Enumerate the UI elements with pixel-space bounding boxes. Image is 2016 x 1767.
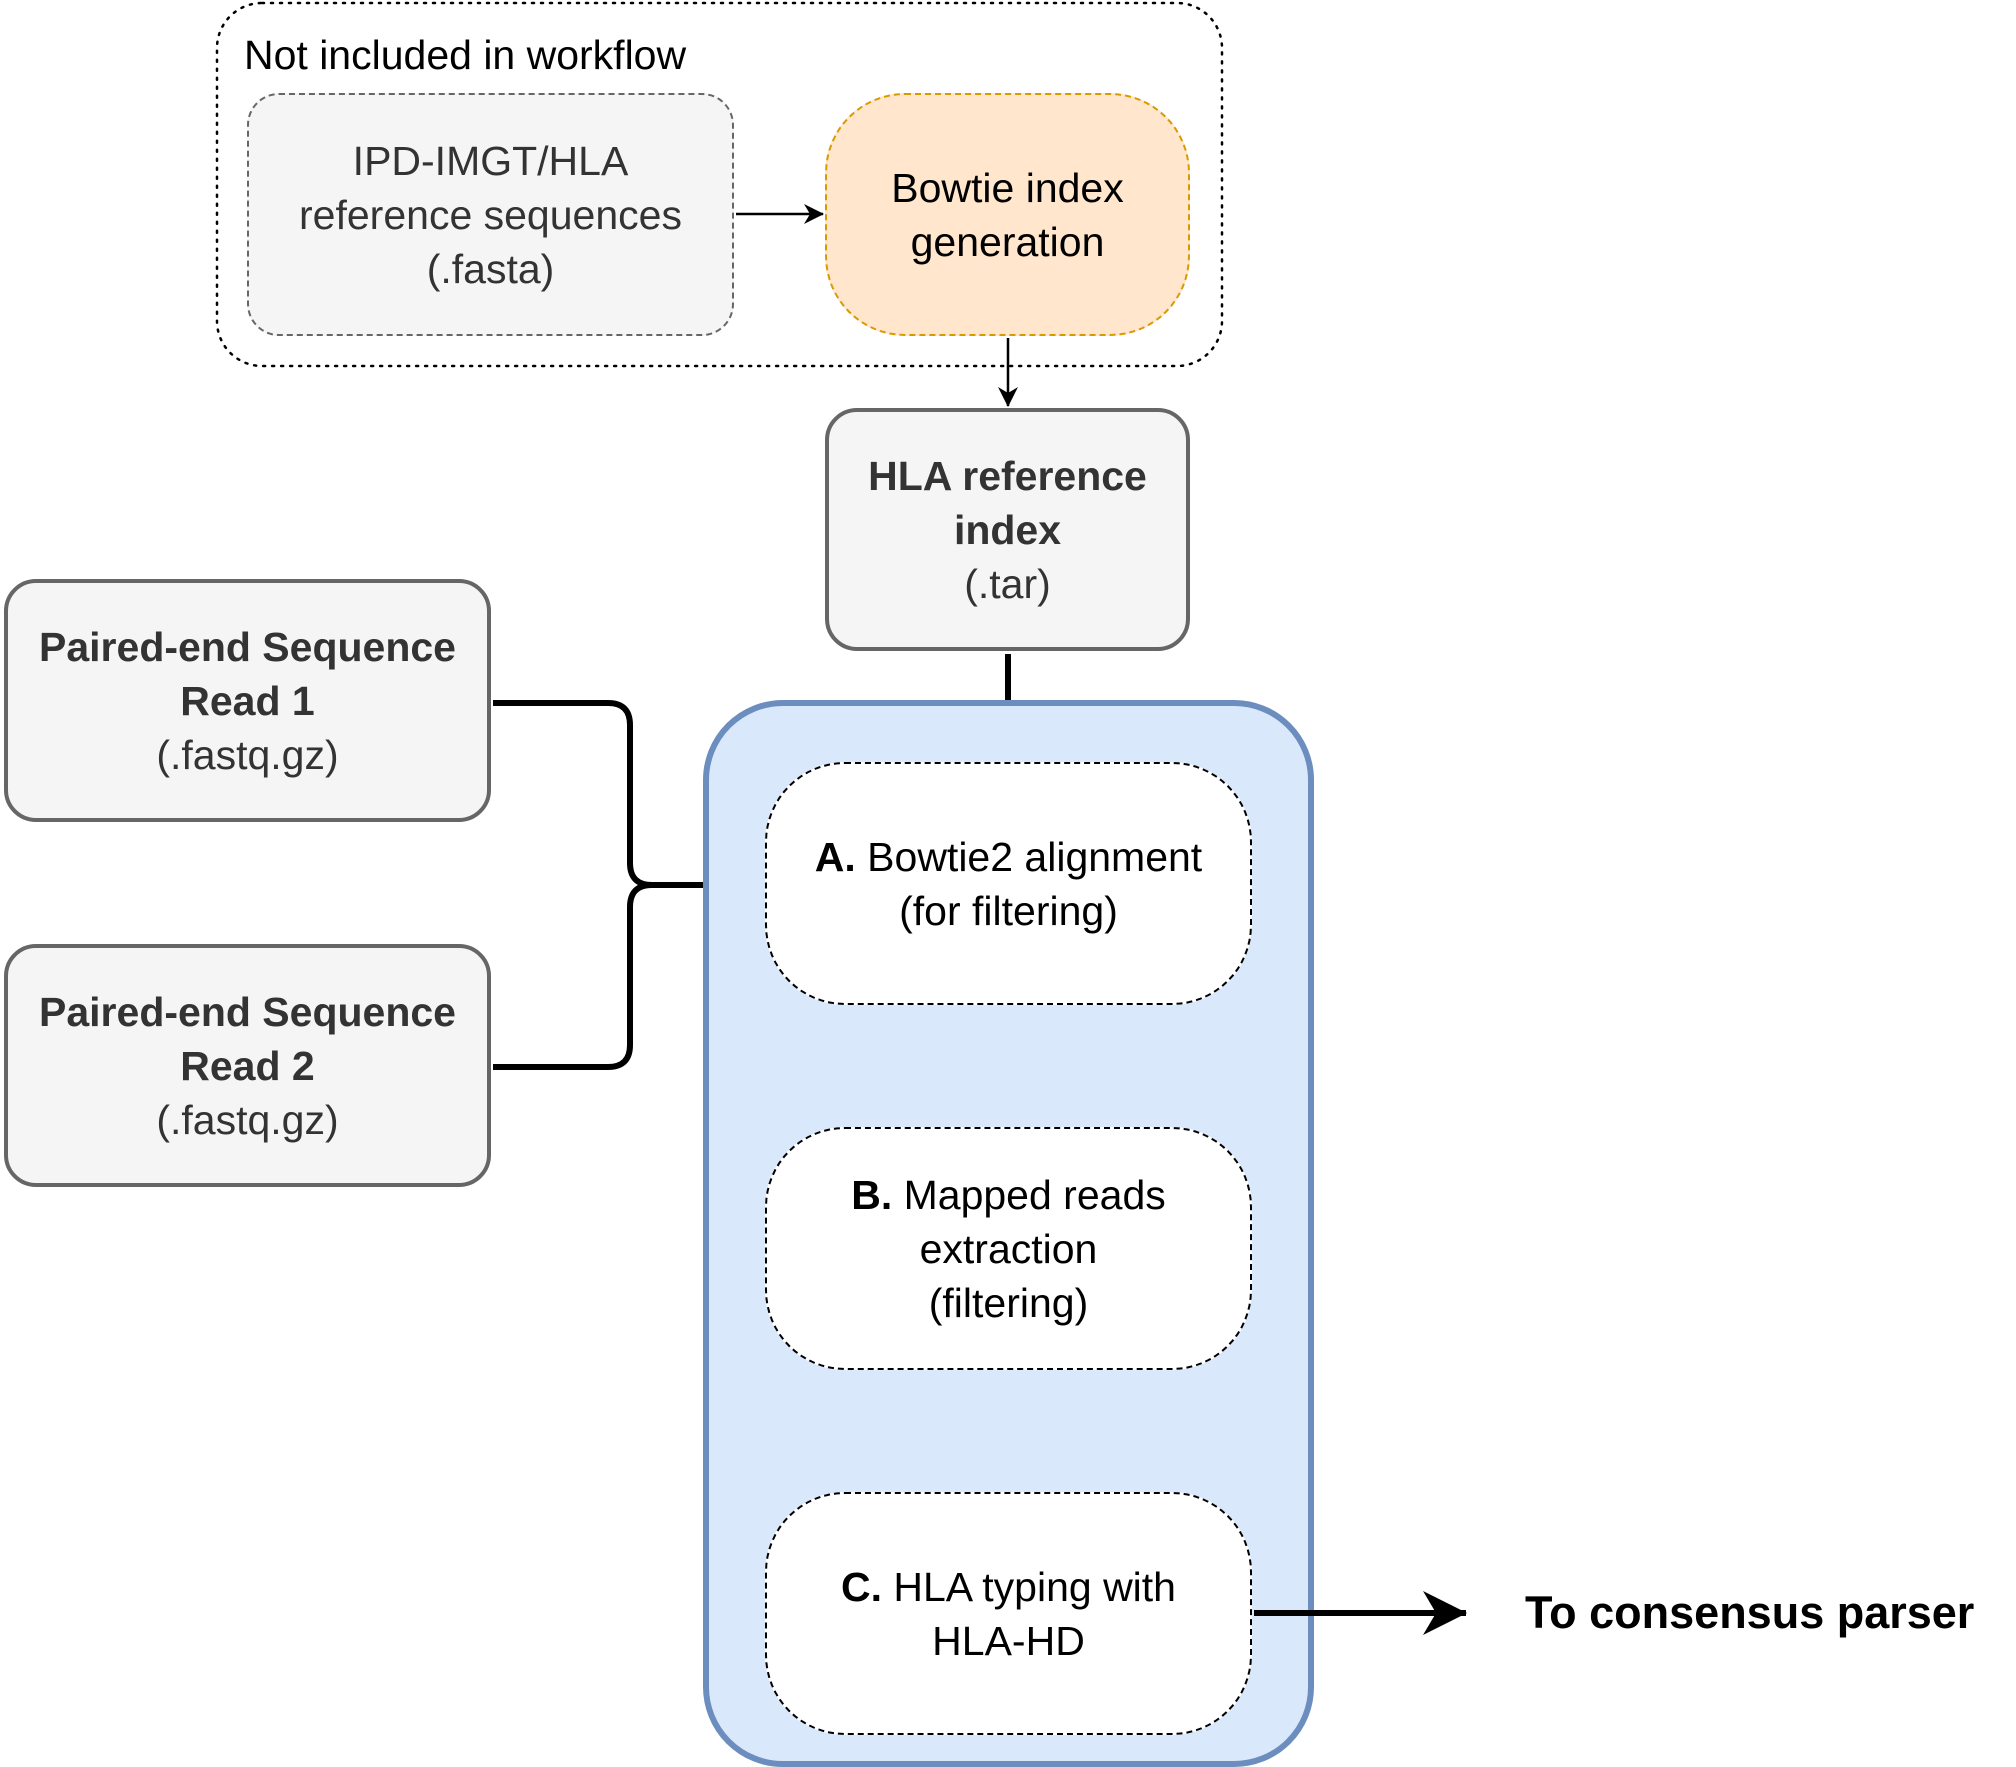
step-c-line2: HLA-HD [932,1617,1085,1664]
step-b-line2: extraction [919,1225,1098,1272]
step-c-line1: C. HLA typing with [841,1560,1176,1614]
step-b-prefix: B. [851,1171,893,1218]
read2-node: Paired-end Sequence Read 2 (.fastq.gz) [4,944,491,1187]
bowtie-index-line2: generation [910,218,1105,265]
consensus-parser-label: To consensus parser [1525,1587,1975,1638]
read2-line3: (.fastq.gz) [156,1096,339,1143]
step-a-prefix: A. [814,833,856,880]
step-b-line3: (filtering) [928,1279,1089,1326]
read1-line2: Read 1 [180,677,315,724]
read1-node: Paired-end Sequence Read 1 (.fastq.gz) [4,579,491,822]
ref-sequences-line1: IPD-IMGT/HLA [352,137,629,184]
hla-index-line1: HLA reference [868,452,1147,499]
read1-line3: (.fastq.gz) [156,731,339,778]
step-c-title: HLA typing with [882,1563,1176,1610]
step-b-line1: B. Mapped reads [851,1168,1166,1222]
hla-reference-index-node: HLA reference index (.tar) [825,408,1190,651]
read2-line1: Paired-end Sequence [39,988,456,1035]
step-c-node: C. HLA typing with HLA-HD [765,1492,1252,1735]
not-included-group-label: Not included in workflow [244,32,687,78]
bowtie-index-generation-node: Bowtie index generation [825,93,1190,336]
step-a-node: A. Bowtie2 alignment (for filtering) [765,762,1252,1005]
read2-line2: Read 2 [180,1042,315,1089]
ref-sequences-line2: reference sequences [299,191,682,238]
step-b-title: Mapped reads [892,1171,1166,1218]
read1-line1: Paired-end Sequence [39,623,456,670]
step-a-line1: A. Bowtie2 alignment [815,830,1202,884]
hla-index-line3: (.tar) [964,560,1051,607]
hla-index-line2: index [953,506,1062,553]
step-c-prefix: C. [841,1563,882,1610]
ref-sequences-node: IPD-IMGT/HLA reference sequences (.fasta… [247,93,734,336]
ref-sequences-line3: (.fasta) [426,245,555,292]
step-b-node: B. Mapped reads extraction (filtering) [765,1127,1252,1370]
not-included-group-outline [215,1,1224,368]
bowtie-index-line1: Bowtie index [891,164,1124,211]
step-a-title: Bowtie2 alignment [855,833,1203,880]
arrow-read2-to-step-a [493,882,763,1070]
step-a-line2: (for filtering) [899,887,1118,934]
